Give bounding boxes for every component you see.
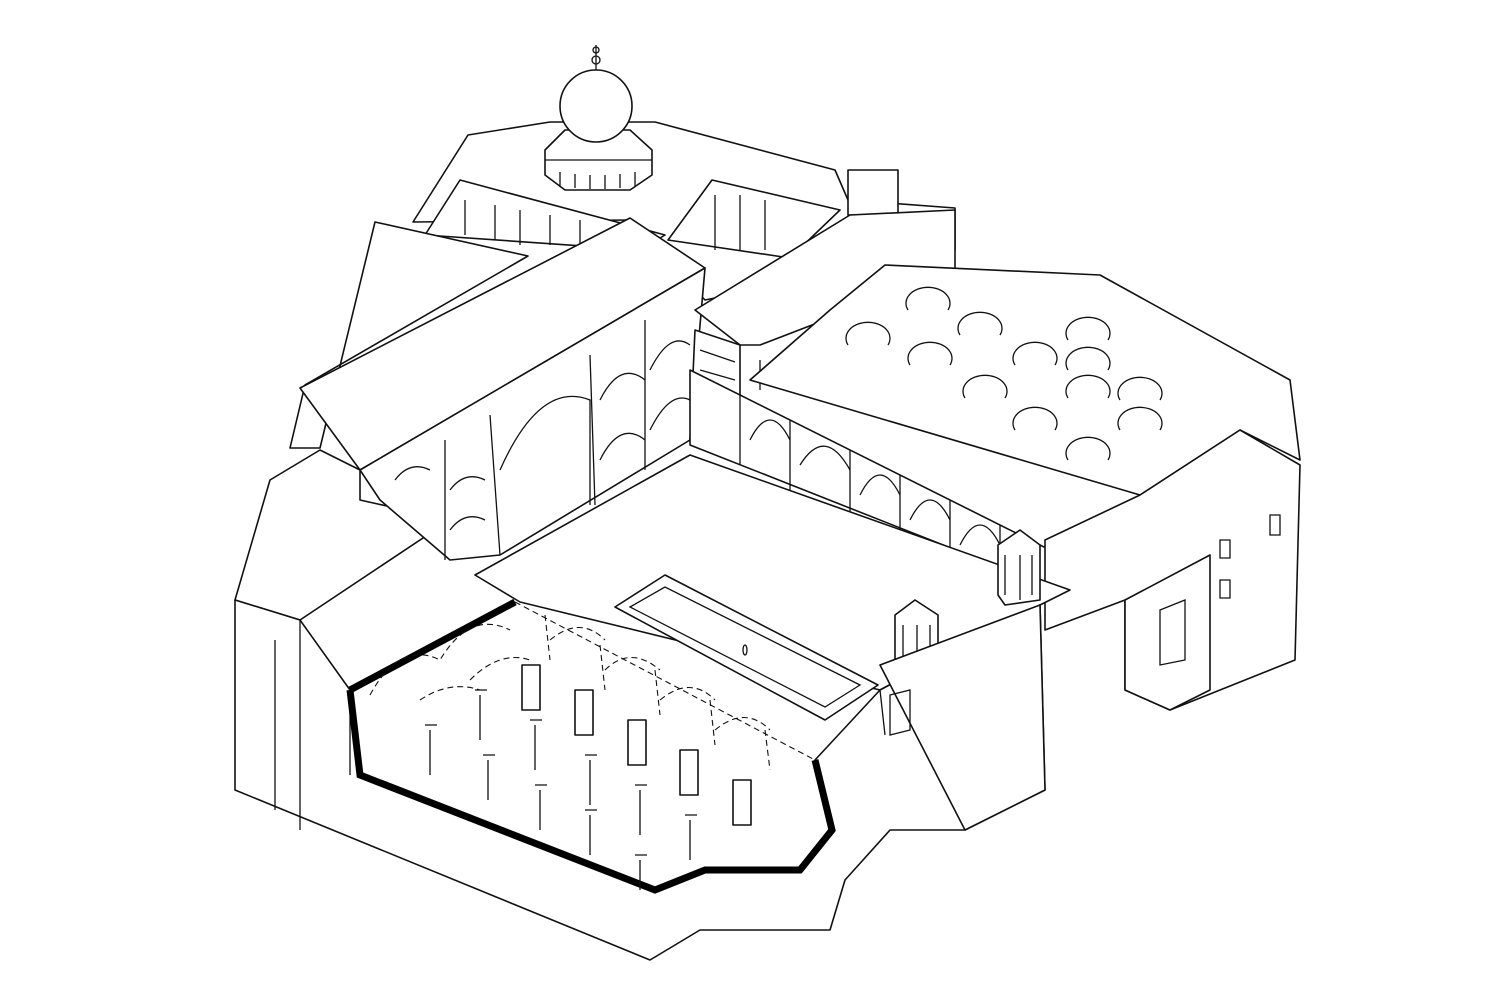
domed-roof [749,264,1301,496]
west-iwan-block [299,217,706,561]
pool [614,574,879,721]
roof-box [847,169,899,216]
basement-section [346,598,836,894]
dome [544,45,653,191]
front-walls [234,599,1046,961]
